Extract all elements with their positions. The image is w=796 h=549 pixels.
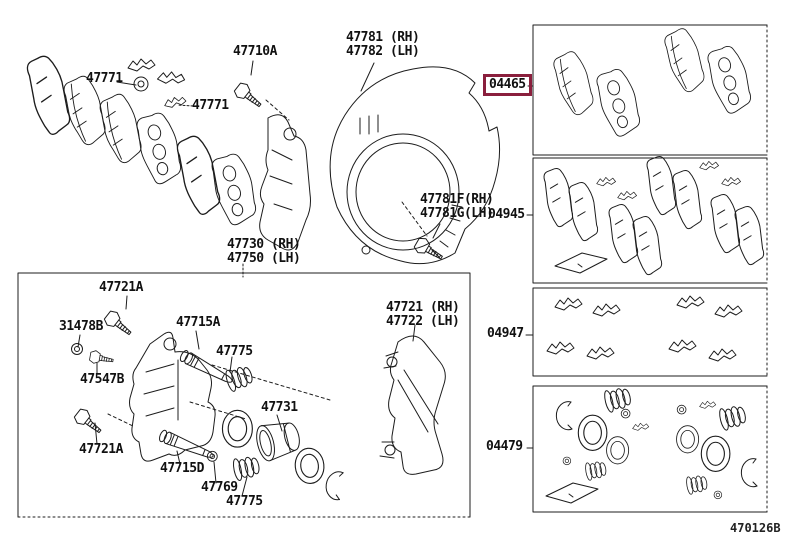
part-label-line: 47782 (LH) [346, 44, 420, 59]
part-label-line: 47781 (RH) [346, 30, 420, 45]
pad-kit-contents-drawing [550, 25, 756, 140]
cylinder-kit-contents-drawing [545, 385, 758, 504]
part-label-line: 47781F(RH) [420, 192, 494, 207]
part-label-47781F-47781G[interactable]: 47781F(RH) 47781G(LH) [420, 192, 494, 221]
part-label-47771-right[interactable]: 47771 [192, 98, 229, 113]
leader-lines [77, 60, 534, 497]
part-label-47730-47750[interactable]: 47730 (RH) 47750 (LH) [227, 237, 301, 266]
brake-pads-exploded-drawing [23, 52, 261, 228]
grommet-drawing [133, 76, 149, 92]
part-label-47721-47722[interactable]: 47721 (RH) 47722 (LH) [386, 300, 460, 329]
part-label-47715A[interactable]: 47715A [176, 315, 220, 330]
part-label-31478B[interactable]: 31478B [59, 319, 103, 334]
kit-box-cylinder-kit [532, 385, 768, 513]
assembly-box-outline [17, 272, 471, 518]
caliper-bracket-drawing [259, 114, 311, 251]
part-label-47769[interactable]: 47769 [201, 480, 238, 495]
kit-label-04465-selected[interactable]: 04465 [483, 74, 532, 96]
part-label-47781-47782[interactable]: 47781 (RH) 47782 (LH) [346, 30, 420, 59]
part-label-47721A-bottom[interactable]: 47721A [79, 442, 123, 457]
brake-cylinder-drawing [129, 331, 216, 462]
part-label-line: 47781G(LH) [420, 206, 494, 221]
part-label-line: 47722 (LH) [386, 314, 460, 329]
part-label-line: 47721 (RH) [386, 300, 460, 315]
kit-label-04479[interactable]: 04479 [486, 439, 523, 454]
part-label-47721A-top[interactable]: 47721A [99, 280, 143, 295]
part-label-47771-left[interactable]: 47771 [86, 71, 123, 86]
kit-box-fitting-kit [532, 287, 768, 377]
part-label-47731[interactable]: 47731 [261, 400, 298, 415]
mounting-bracket-drawing [379, 335, 446, 475]
fitting-kit-contents-drawing [546, 295, 743, 362]
part-label-47715D[interactable]: 47715D [160, 461, 204, 476]
cylinder-small-parts-drawing [71, 308, 345, 501]
part-label-47710A[interactable]: 47710A [233, 44, 277, 59]
kit-label-04945[interactable]: 04945 [488, 207, 525, 222]
shim-kit-contents-drawing [541, 154, 767, 277]
part-label-line: 47750 (LH) [227, 251, 301, 266]
kit-box-shim-kit [532, 157, 768, 284]
dust-shield-drawing [329, 66, 501, 265]
part-label-47547B[interactable]: 47547B [80, 372, 124, 387]
kit-label-04947[interactable]: 04947 [487, 326, 524, 341]
part-label-47775-lower[interactable]: 47775 [226, 494, 263, 509]
kit-box-pad-kit [532, 24, 768, 156]
part-label-line: 47730 (RH) [227, 237, 301, 252]
part-label-47775-upper[interactable]: 47775 [216, 344, 253, 359]
diagram-code: 470126B [730, 521, 781, 535]
